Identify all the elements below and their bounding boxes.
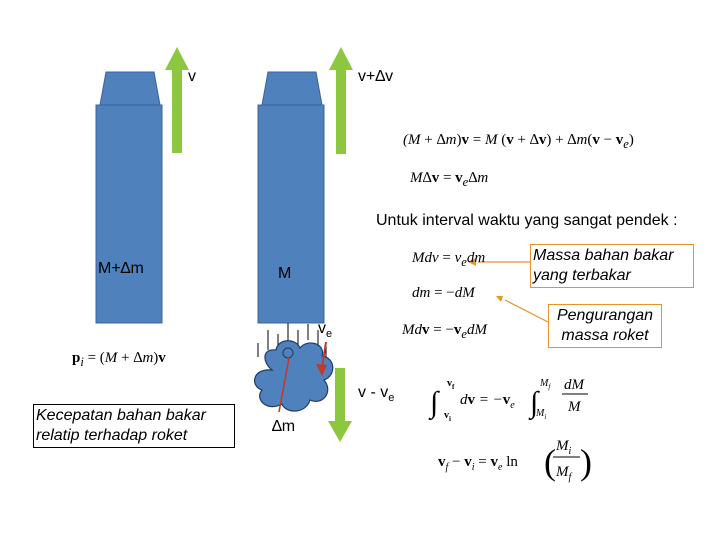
velocity-arrow-right	[329, 47, 353, 154]
svg-text:vf − vi = ve ln: vf − vi = ve ln	[438, 454, 518, 473]
svg-text:∫: ∫	[428, 386, 440, 421]
svg-text:Mf: Mf	[539, 378, 551, 391]
velocity-arrow-down	[328, 368, 352, 442]
exhaust-velocity-arrow	[316, 341, 327, 376]
exhaust-speed-note: Kecepatan bahan bakar relatip terhadap r…	[33, 404, 235, 448]
v-minus-ve-subscript: e	[388, 392, 395, 405]
integral-equation: ∫ vf vi dv = −ve ∫ Mf Mi dM M	[428, 377, 588, 423]
dm-pointer-line	[278, 357, 290, 413]
velocity-label-left: v	[188, 68, 196, 85]
mass-label-right: M	[278, 265, 292, 282]
callout-connector-2	[504, 299, 549, 323]
svg-text:vi: vi	[444, 410, 451, 423]
exhaust-cloud	[254, 340, 334, 412]
v-minus-ve-label: v - ve	[358, 384, 394, 404]
svg-text:dM: dM	[564, 377, 586, 393]
ve-text: v	[318, 320, 326, 337]
velocity-arrow-left	[165, 47, 189, 153]
momentum-balance-equation: (M + ∆m)v = M (v + ∆v) + ∆m(v − ve)	[403, 132, 634, 151]
dm-label: ∆m	[272, 418, 296, 435]
v-minus-ve-text: v - v	[358, 384, 389, 401]
momentum-short-equation: M∆v = ve∆m	[410, 170, 489, 189]
svg-text:Mi: Mi	[535, 408, 546, 421]
fuel-particle	[282, 347, 294, 359]
dv-scalar-equation: Mdv = vedm	[412, 250, 486, 269]
mass-label-left: M+∆m	[98, 260, 144, 277]
svg-text:dv = −ve: dv = −ve	[460, 392, 515, 411]
exhaust-velocity-label: ve	[318, 320, 332, 340]
right-rocket	[257, 71, 325, 324]
svg-text:Mi: Mi	[555, 438, 572, 457]
ve-subscript: e	[326, 328, 333, 341]
svg-text:(: (	[544, 442, 556, 482]
final-equation: vf − vi = ve ln ( Mi Mf )	[438, 438, 592, 483]
svg-text:): )	[580, 442, 592, 482]
mass-reduction-callout: Pengurangan massa roket	[548, 304, 662, 348]
dm-relation-equation: dm = −dM	[412, 285, 475, 301]
left-rocket	[95, 71, 163, 324]
svg-text:vf: vf	[447, 378, 455, 391]
initial-momentum-equation: pi = (M + ∆m)v	[72, 350, 166, 369]
interval-note: Untuk interval waktu yang sangat pendek …	[376, 212, 678, 229]
dv-vector-equation: Mdv = −vedM	[402, 322, 487, 341]
fuel-mass-callout: Massa bahan bakar yang terbakar	[530, 244, 694, 288]
svg-text:M: M	[567, 399, 582, 415]
svg-text:∫: ∫	[528, 386, 540, 421]
velocity-label-right: v+∆v	[358, 68, 394, 85]
svg-text:Mf: Mf	[555, 464, 573, 483]
